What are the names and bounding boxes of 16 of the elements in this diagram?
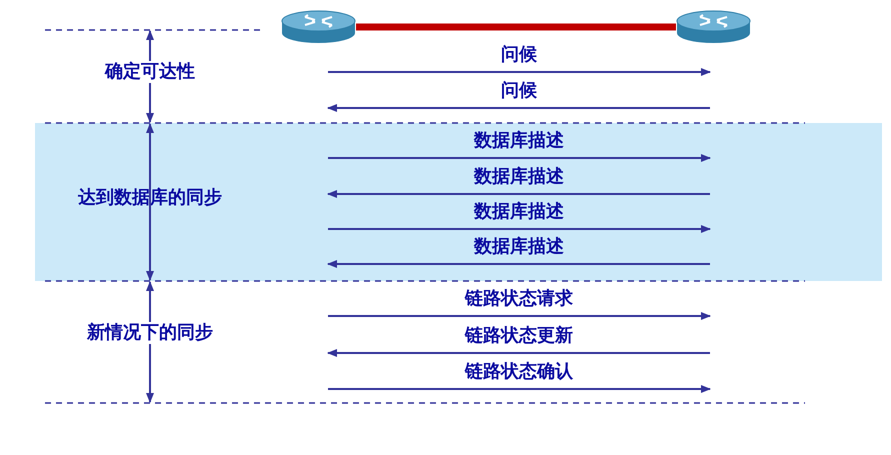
message-label: 数据库描述 xyxy=(474,130,564,152)
message-label: 链路状态请求 xyxy=(465,288,573,310)
router-icon xyxy=(281,10,356,44)
link-line xyxy=(356,24,676,30)
message-label: 数据库描述 xyxy=(474,166,564,188)
phase-band xyxy=(35,123,882,281)
phase-label: 新情况下的同步 xyxy=(84,322,216,344)
router-icon xyxy=(676,10,751,44)
phase-label: 达到数据库的同步 xyxy=(75,187,225,209)
message-label: 链路状态确认 xyxy=(465,361,573,383)
message-label: 数据库描述 xyxy=(474,201,564,223)
message-label: 链路状态更新 xyxy=(465,325,573,347)
message-label: 问候 xyxy=(501,80,537,102)
message-label: 数据库描述 xyxy=(474,236,564,258)
message-label: 问候 xyxy=(501,44,537,66)
phase-label: 确定可达性 xyxy=(102,61,198,83)
